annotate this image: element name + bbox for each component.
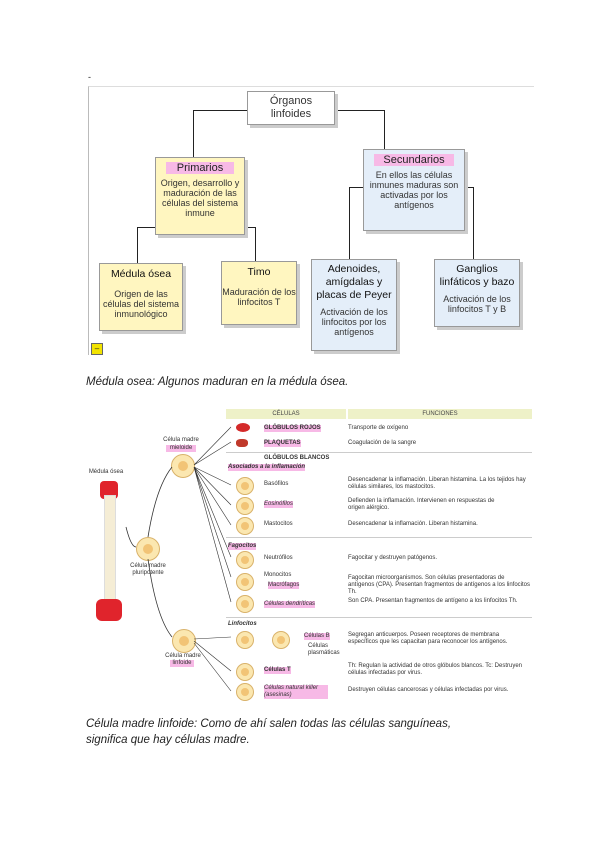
timo-desc: Maduración de los linfocitos T: [222, 287, 296, 307]
eosinofilo-cell: [236, 497, 254, 515]
bone-label: Médula ósea: [88, 469, 124, 475]
sep-3: [226, 617, 532, 618]
plasmatica-cell: [272, 631, 290, 649]
root-title-1: Órganos: [269, 95, 313, 107]
dendritica-cell: [236, 595, 254, 613]
rbc-icon: [236, 423, 250, 432]
pluripotente-cell: [136, 537, 160, 561]
root-title-2: linfoides: [270, 108, 312, 120]
medula-box: Médula ósea Origen de las células del si…: [99, 263, 183, 331]
header-celulas: CÉLULAS: [226, 409, 346, 419]
platelet-icon: [236, 439, 248, 447]
caption-linfoide-2: significa que hay células madre.: [86, 734, 250, 746]
row-func-8: Fagocitar y destruyen patógenos.: [348, 555, 438, 561]
neutrofilo-cell: [236, 551, 254, 569]
row-func-6: Desencadenar la inflamación. Liberan his…: [348, 521, 478, 527]
mieloide-label-2: mieloide: [166, 445, 196, 452]
linfoide-cell: [172, 629, 196, 653]
pluripotente-label-2: pluripotente: [132, 570, 164, 576]
secundarios-desc: En ellos las células inmunes maduras son…: [369, 170, 459, 210]
header-funciones: FUNCIONES: [348, 409, 532, 419]
marker-badge: –: [91, 343, 103, 355]
row-func-11: Son CPA. Presentan fragmentos de antígen…: [348, 598, 518, 604]
medula-desc: Origen de las células del sistema inmuno…: [102, 289, 180, 319]
row-name-6: Mastocitos: [264, 521, 293, 527]
adenoides-box: Adenoides, amígdalas y placas de Peyer A…: [311, 259, 397, 351]
celula-t-cell: [236, 663, 254, 681]
monocito-cell: [236, 573, 254, 591]
secundarios-title: Secundarios: [374, 154, 454, 166]
row-name-16: Células natural killer (asesinas): [264, 685, 328, 699]
primarios-title: Primarios: [166, 162, 234, 174]
ganglios-desc: Activación de los linfocitos T y B: [443, 294, 511, 314]
sep-2: [226, 537, 532, 538]
mastocito-cell: [236, 517, 254, 535]
row-name-1: PLAQUETAS: [264, 440, 301, 447]
root-box: Órganos linfoides: [247, 91, 335, 125]
lymphoid-organs-diagram: Órganos linfoides Primarios Origen, desa…: [88, 86, 534, 355]
row-func-10: Fagocitan microorganismos. Son células p…: [348, 575, 530, 595]
basofilo-cell: [236, 477, 254, 495]
row-func-1: Coagulación de la sangre: [348, 440, 417, 446]
medula-title: Médula ósea: [110, 268, 172, 280]
lineage-arrows: [125, 426, 232, 692]
row-func-13: Segregan anticuerpos. Poseen receptores …: [348, 632, 508, 645]
row-name-13: Células B: [304, 633, 330, 640]
ganglios-box: Ganglios linfáticos y bazo Activación de…: [434, 259, 520, 327]
timo-title: Timo: [247, 266, 271, 278]
row-func-5: Defienden la inflamación. Intervienen en…: [348, 498, 495, 511]
nk-cell: [236, 683, 254, 701]
row-name-5: Eosinófilos: [264, 501, 294, 508]
adenoides-title: Adenoides, amígdalas y placas de Peyer: [316, 263, 392, 301]
row-name-4: Basófilos: [264, 481, 289, 487]
ganglios-title: Ganglios linfáticos y bazo: [439, 263, 515, 288]
pluripotente-label-1: Célula madre: [130, 563, 166, 569]
sep-1: [226, 452, 532, 453]
caption-linfoide-1: Célula madre linfoide: Como de ahí salen…: [86, 718, 452, 730]
linfoide-label-1: Célula madre: [165, 653, 201, 659]
row-name-15: Células T: [264, 667, 291, 674]
row-func-15: Th: Regulan la actividad de otros glóbul…: [348, 663, 522, 676]
row-name-0: GLÓBULOS ROJOS: [264, 425, 321, 432]
row-name-8: Neutrófilos: [264, 555, 293, 561]
row-name-2: GLÓBULOS BLANCOS: [264, 455, 330, 461]
linfoide-label-2: linfoide: [170, 660, 194, 667]
secundarios-box: Secundarios En ellos las células inmunes…: [363, 149, 465, 231]
timo-box: Timo Maduración de los linfocitos T: [221, 261, 297, 325]
mieloide-label-1: Célula madre: [163, 437, 199, 443]
row-name-14: Células plasmáticas: [308, 643, 340, 656]
caption-medula: Médula osea: Algunos maduran en la médul…: [86, 376, 349, 388]
row-name-11: Células dendríticas: [264, 601, 316, 608]
bone-illustration: [94, 481, 124, 621]
blood-cells-diagram: CÉLULAS FUNCIONES Médula ósea Célula mad…: [86, 397, 532, 705]
row-name-10: Macrófagos: [268, 582, 300, 589]
row-name-9: Monocitos: [264, 572, 292, 578]
page-dash: -: [88, 72, 91, 82]
row-func-16: Destruyen células cancerosas y células i…: [348, 687, 509, 693]
primarios-desc: Origen, desarrollo y maduración de las c…: [160, 178, 240, 218]
row-name-3: Asociados a la inflamación: [228, 464, 306, 471]
row-func-0: Transporte de oxígeno: [348, 425, 409, 431]
row-func-4: Desencadenar la inflamación. Liberan his…: [348, 477, 526, 490]
row-name-7: Fagocitos: [228, 543, 257, 550]
celula-b-cell: [236, 631, 254, 649]
row-name-12: Linfocitos: [228, 621, 257, 627]
mieloide-cell: [171, 454, 195, 478]
adenoides-desc: Activación de los linfocitos por los ant…: [320, 307, 388, 337]
primarios-box: Primarios Origen, desarrollo y maduració…: [155, 157, 245, 235]
